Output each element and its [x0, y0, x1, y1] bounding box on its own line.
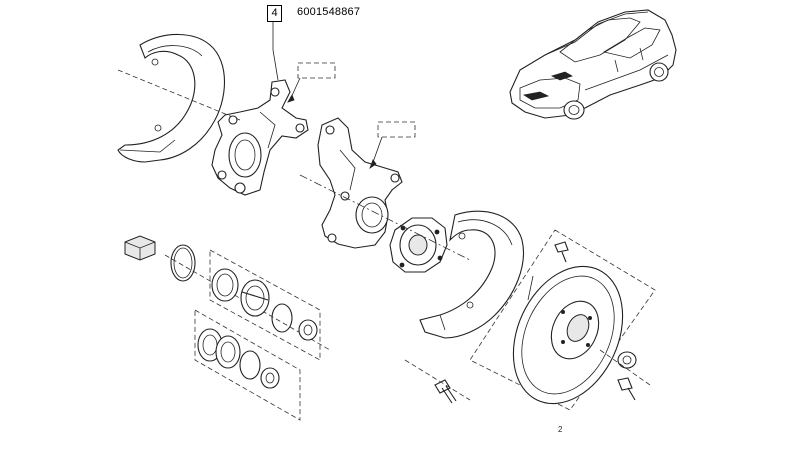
bearing-kit-upper [209, 249, 321, 361]
left-brake-dust-shield [117, 33, 241, 163]
disc-screw-bottom [617, 377, 636, 401]
right-brake-dust-shield [419, 210, 524, 339]
brake-disc-group: 2 [469, 229, 656, 434]
steering-knuckle-left [211, 79, 309, 196]
label-callouts [272, 20, 416, 170]
car-illustration [509, 9, 677, 120]
steering-knuckle-right [317, 117, 403, 249]
corner-mark: 2 [558, 425, 563, 434]
bearing-kit-lower [194, 309, 301, 421]
shield-bolt [404, 359, 471, 404]
part-number-box: 4 [267, 5, 282, 22]
reference-code: 6001548867 [297, 6, 361, 18]
snap-ring-left [164, 244, 331, 351]
hub-nut [599, 349, 651, 386]
grease-packet [124, 235, 156, 261]
disc-screw-top [554, 241, 569, 263]
wheel-hub [389, 217, 448, 273]
